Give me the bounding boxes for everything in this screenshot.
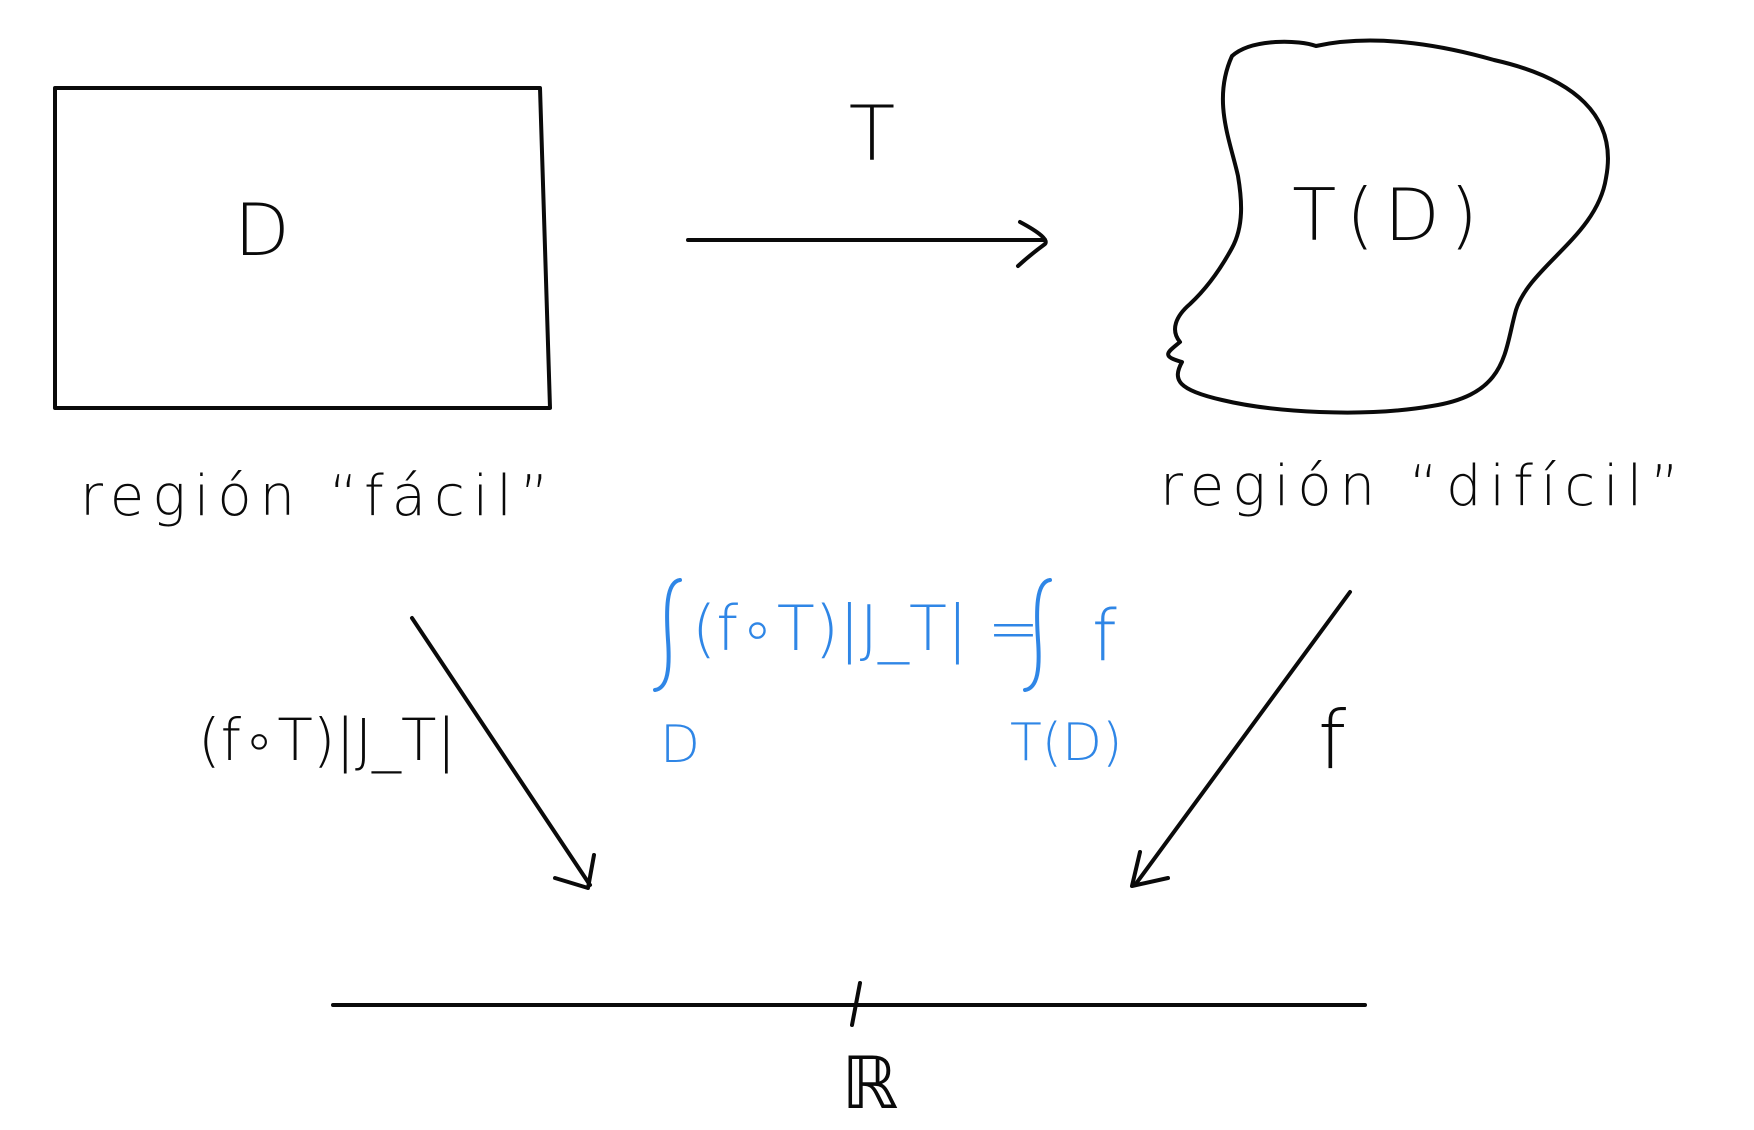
- domain-region-shape: [53, 86, 552, 410]
- pullback-arrowhead: [553, 853, 596, 890]
- domain-label: D: [234, 188, 289, 272]
- pullback-label: (f∘T)|J_T|: [198, 706, 456, 774]
- image-caption: región “difícil”: [1160, 454, 1687, 519]
- real-line-tick: [850, 981, 862, 1027]
- lhs-integrand: (f∘T)|J_T| =: [692, 592, 1039, 666]
- function-arrowhead: [1130, 850, 1170, 888]
- rhs-domain: T(D): [1010, 713, 1122, 773]
- pullback-arrow: [410, 616, 592, 887]
- transform-label: T: [849, 89, 895, 178]
- image-region-contour: [1166, 38, 1610, 415]
- function-arrow: [1133, 590, 1352, 887]
- lhs-domain: D: [660, 715, 700, 775]
- domain-caption: región “fácil”: [80, 464, 557, 529]
- rhs-integrand: f: [1092, 595, 1117, 677]
- function-label: f: [1318, 694, 1346, 787]
- lhs-integral-sign: [653, 578, 682, 692]
- rhs-integral-sign: [1023, 578, 1052, 692]
- reals-label: ℝ: [841, 1041, 898, 1125]
- transform-arrowhead: [1016, 220, 1048, 268]
- image-label: T(D): [1292, 173, 1488, 257]
